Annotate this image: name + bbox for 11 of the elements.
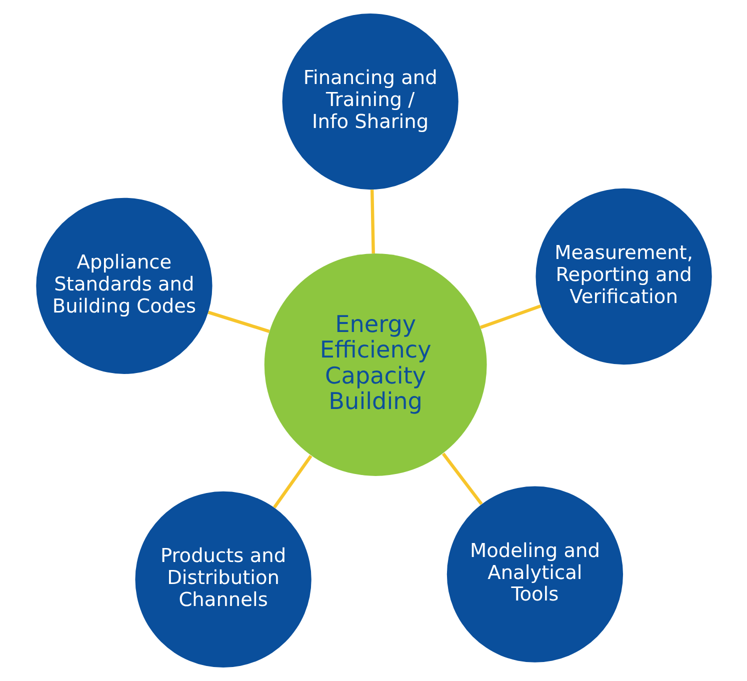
- node-circle: Financing and Training / Info Sharing: [282, 13, 458, 190]
- node-circle: Appliance Standards and Building Codes: [36, 198, 212, 374]
- connector: [479, 304, 541, 329]
- node-circle: Modeling and Analytical Tools: [446, 486, 623, 662]
- node-circle: Products and Distribution Channels: [134, 491, 311, 668]
- connector: [441, 452, 482, 506]
- node-circle: Energy Efficiency Capacity Building: [264, 254, 486, 476]
- connector: [370, 190, 374, 254]
- connector: [207, 310, 270, 333]
- connector: [272, 454, 312, 508]
- node-circle: Measurement, Reporting and Verification: [535, 188, 712, 365]
